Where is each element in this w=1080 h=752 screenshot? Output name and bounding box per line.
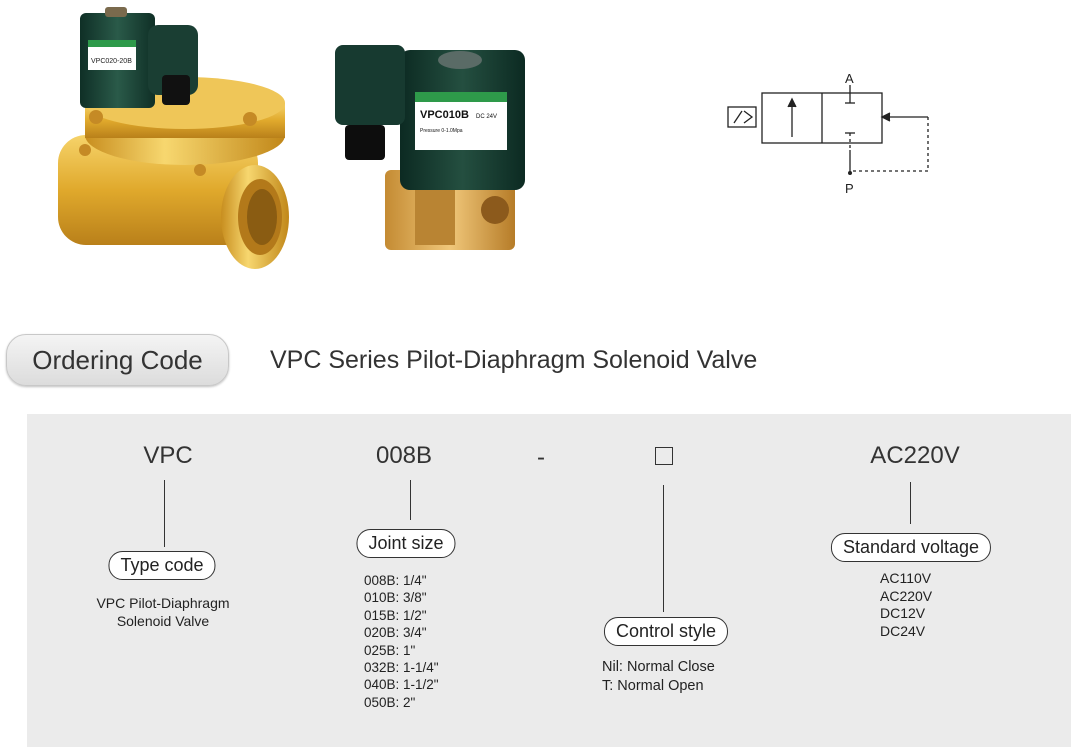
valve-small-pressure: Pressure 0-1.0Mpa bbox=[420, 128, 463, 134]
ordering-code-badge: Ordering Code bbox=[6, 334, 229, 386]
solenoid-valve-small-image: VPC010B DC 24V Pressure 0-1.0Mpa bbox=[330, 40, 530, 255]
voltage-value: AC220V bbox=[870, 442, 960, 469]
control-style-leader-line bbox=[663, 485, 664, 612]
valve-small-model: VPC010B bbox=[420, 109, 469, 121]
voltage-option: AC220V bbox=[880, 587, 933, 604]
joint-size-option: 050B: 2" bbox=[364, 694, 416, 710]
port-p-label: P bbox=[845, 181, 854, 196]
port-a-label: A bbox=[845, 71, 854, 86]
control-style-label: Control style bbox=[603, 617, 729, 646]
joint-size-label: Joint size bbox=[356, 529, 456, 558]
joint-size-option: 025B: 1" bbox=[364, 642, 416, 658]
voltage-label: Standard voltage bbox=[830, 533, 992, 562]
joint-size-option: 040B: 1-1/2" bbox=[364, 677, 439, 693]
ordering-code-panel bbox=[27, 414, 1071, 747]
control-style-placeholder-box bbox=[655, 447, 673, 465]
joint-size-options: 008B: 1/4" 010B: 3/8" 015B: 1/2" 020B: 3… bbox=[364, 572, 439, 711]
page-title: VPC Series Pilot-Diaphragm Solenoid Valv… bbox=[270, 346, 758, 374]
code-separator: - bbox=[537, 444, 545, 471]
valve-small-voltage: DC 24V bbox=[476, 114, 497, 120]
type-code-label: Type code bbox=[108, 551, 216, 580]
valve-schematic-symbol: A P bbox=[720, 65, 950, 210]
voltage-leader-line bbox=[910, 482, 911, 524]
joint-size-option: 020B: 3/4" bbox=[364, 625, 427, 641]
joint-size-option: 008B: 1/4" bbox=[364, 573, 427, 588]
voltage-options: AC110V AC220V DC12V DC24V bbox=[880, 570, 932, 640]
type-code-desc-line: VPC Pilot-Diaphragm bbox=[96, 595, 230, 611]
voltage-option: AC110V bbox=[880, 570, 932, 586]
control-style-option: T: Normal Open bbox=[602, 678, 704, 694]
type-code-description: VPC Pilot-Diaphragm Solenoid Valve bbox=[96, 594, 229, 630]
voltage-option: DC12V bbox=[880, 605, 926, 621]
type-code-leader-line bbox=[164, 480, 165, 547]
control-style-option: Nil: Normal Close bbox=[602, 659, 715, 675]
type-code-value: VPC bbox=[143, 442, 193, 469]
joint-size-value: 008B bbox=[375, 442, 433, 469]
valve-large-label: VPC020-20B bbox=[91, 58, 132, 65]
solenoid-valve-large-image: VPC020-20B bbox=[50, 5, 300, 275]
joint-size-option: 015B: 1/2" bbox=[364, 607, 427, 623]
joint-size-leader-line bbox=[410, 480, 411, 520]
voltage-option: DC24V bbox=[880, 622, 926, 639]
joint-size-option: 032B: 1-1/4" bbox=[364, 660, 439, 676]
joint-size-option: 010B: 3/8" bbox=[364, 590, 427, 606]
type-code-desc-line: Solenoid Valve bbox=[116, 613, 210, 629]
control-style-options: Nil: Normal Close T: Normal Open bbox=[602, 658, 715, 696]
